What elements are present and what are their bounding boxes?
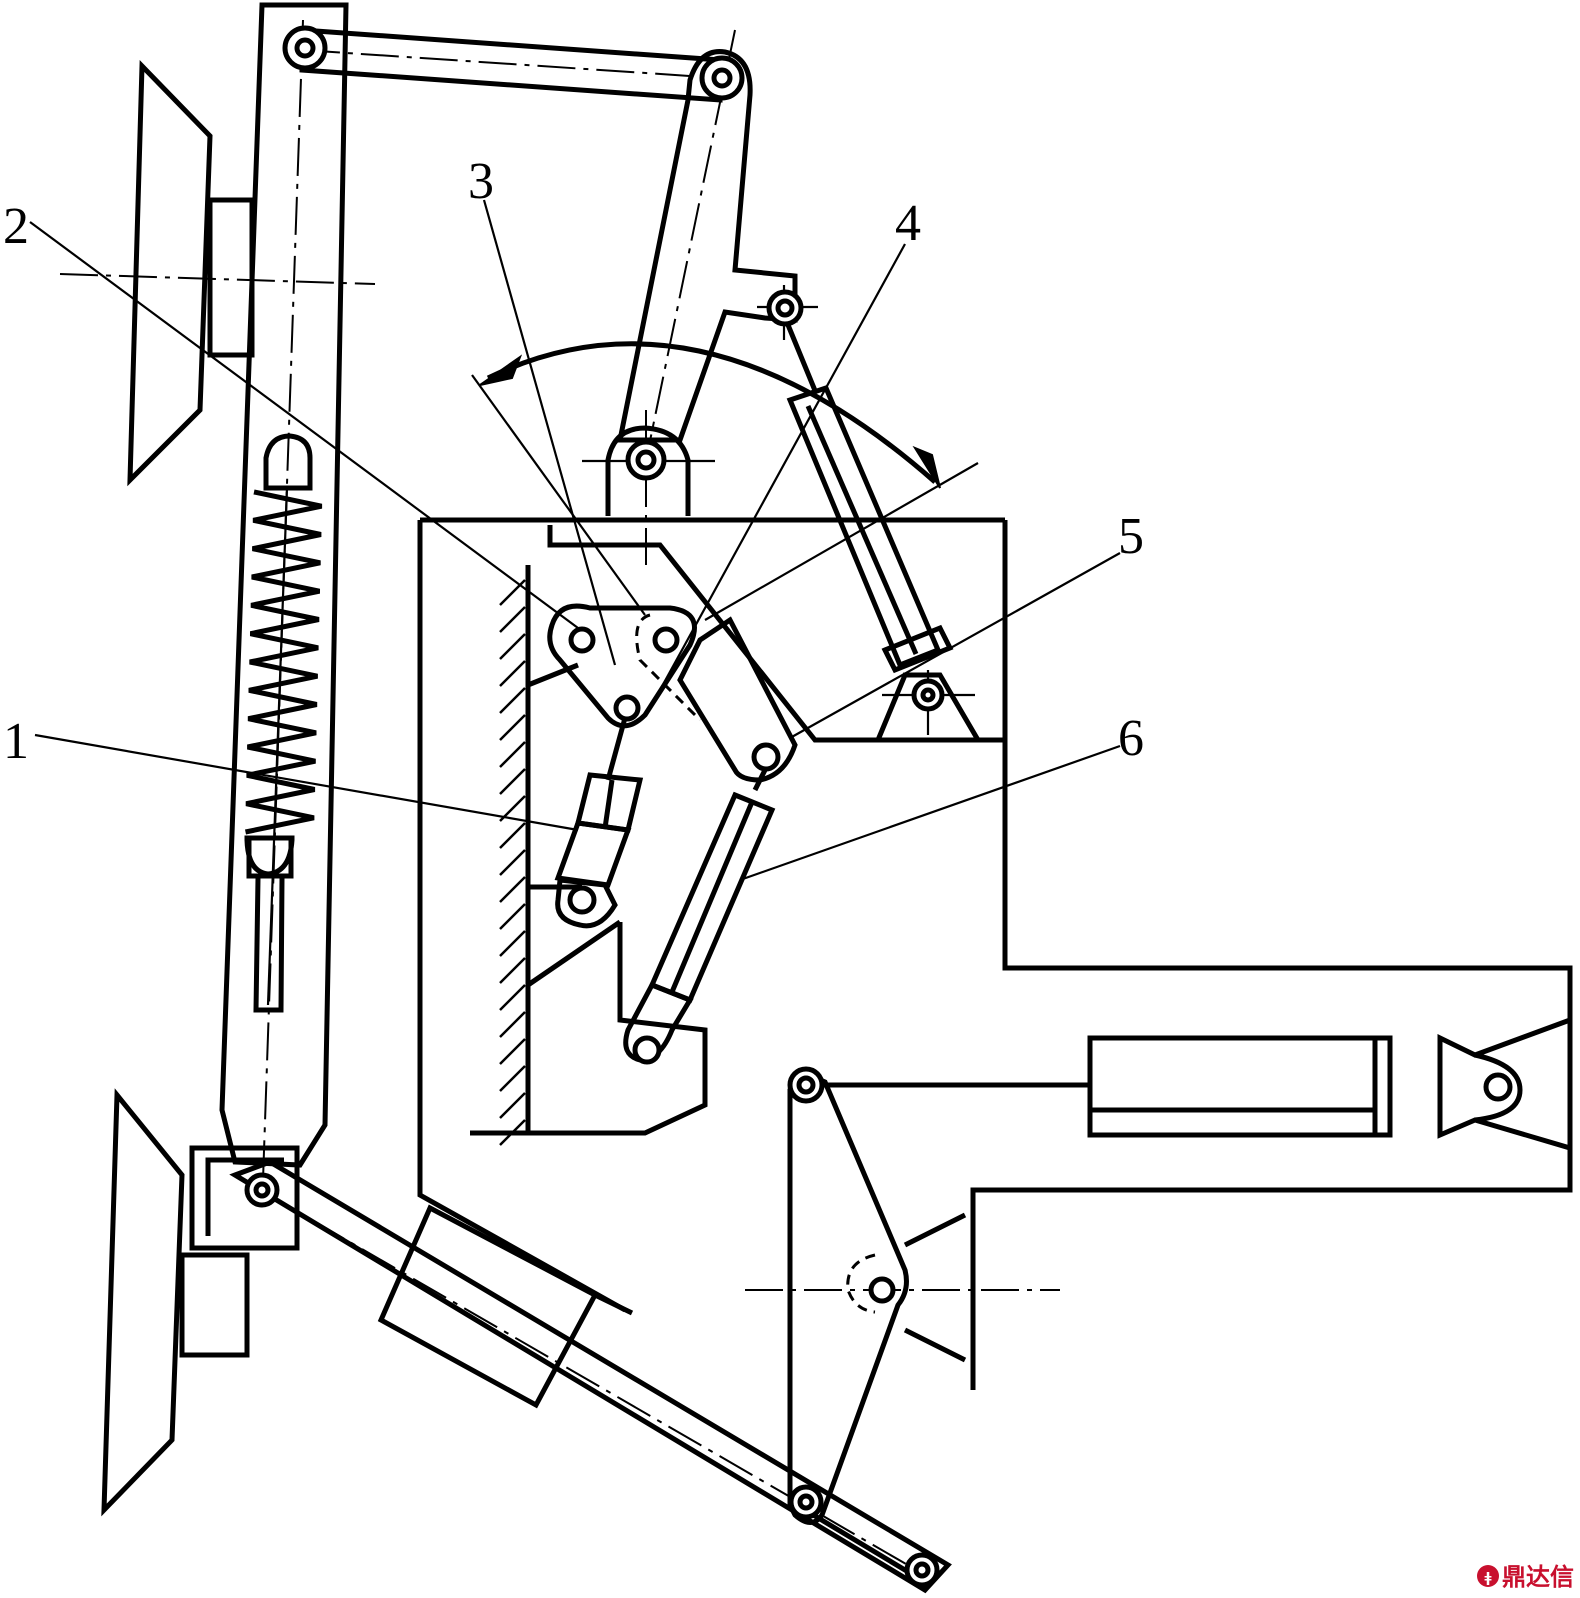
hatched-wall <box>470 565 708 1146</box>
lower-lever <box>745 1075 1060 1525</box>
label-3: 3 <box>468 153 494 210</box>
hatch-mark <box>499 903 526 930</box>
label-4: 4 <box>895 195 921 252</box>
hatch-mark <box>499 768 526 795</box>
bell-crank <box>582 29 818 565</box>
hatch-mark <box>499 714 526 741</box>
swing-angle-arc <box>471 341 979 621</box>
watermark: ǂ 鼎达信 <box>1477 1563 1574 1591</box>
watermark-logo-icon <box>1477 1565 1499 1587</box>
hatch-mark <box>499 1065 526 1092</box>
hatch-mark <box>499 660 526 687</box>
label-5: 5 <box>1118 508 1144 565</box>
hatch-mark <box>499 579 526 606</box>
watermark-text: 鼎达信 <box>1502 1563 1574 1591</box>
main-frame <box>417 517 1573 1390</box>
hatch-mark <box>499 957 526 984</box>
label-1: 1 <box>3 713 29 770</box>
hatch-mark <box>499 633 526 660</box>
hatch-mark <box>499 687 526 714</box>
cylinder-6 <box>623 758 776 1063</box>
hatch-mark <box>499 1092 526 1119</box>
upper-pad <box>127 60 255 487</box>
leader-lines <box>29 199 1121 882</box>
hatch-mark <box>499 1119 526 1146</box>
hatch-mark <box>499 822 526 849</box>
vertical-arm <box>59 2 376 1181</box>
triangular-plate <box>547 603 702 729</box>
hatch-mark <box>499 849 526 876</box>
spring-assembly <box>244 433 323 1013</box>
part-labels: 2 3 4 5 1 6 <box>3 153 1144 770</box>
top-link <box>299 27 723 103</box>
hatch-mark <box>499 606 526 633</box>
svg-text:ǂ: ǂ <box>1484 1571 1491 1586</box>
hatch-mark <box>499 741 526 768</box>
horizontal-cylinder <box>808 1016 1573 1152</box>
hatch-mark <box>499 876 526 903</box>
lower-diagonal-arm <box>229 1159 952 1594</box>
label-6: 6 <box>1118 710 1144 767</box>
hatch-mark <box>499 984 526 1011</box>
hatch-mark <box>499 930 526 957</box>
hatch-mark <box>499 1011 526 1038</box>
lower-pad <box>101 1088 300 1517</box>
hatch-mark <box>499 1038 526 1065</box>
pin-joints <box>244 25 1513 1588</box>
label-2: 2 <box>3 198 29 255</box>
cylinder-4 <box>783 319 983 743</box>
